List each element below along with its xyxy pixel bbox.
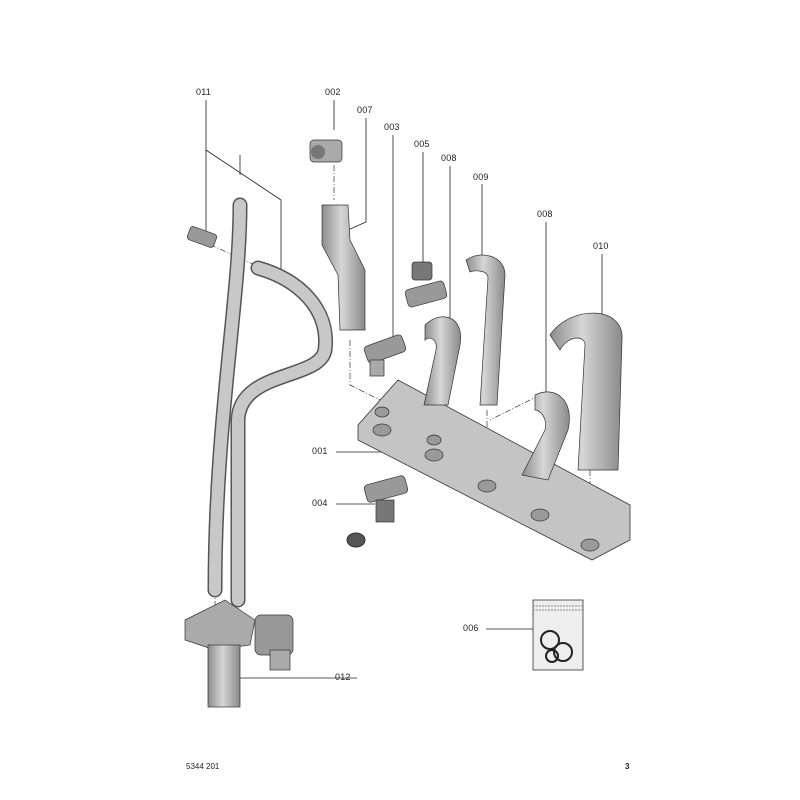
label-012: 012 [335, 672, 351, 682]
label-011: 011 [196, 87, 211, 97]
label-008-b: 008 [537, 209, 553, 219]
label-010: 010 [593, 241, 609, 251]
seal-kit-bag-006 [532, 599, 584, 671]
label-007: 007 [357, 105, 373, 115]
document-number: 5344 201 [186, 762, 220, 771]
label-009: 009 [473, 172, 489, 182]
valve-003 [363, 334, 407, 377]
label-006: 006 [463, 623, 479, 633]
valve-005 [404, 261, 448, 308]
mounting-rail-001 [357, 379, 631, 561]
label-008-a: 008 [441, 153, 457, 163]
connection-block-012 [184, 599, 294, 708]
leader-lines [205, 100, 603, 679]
pipe-008-b [521, 391, 570, 481]
pipe-009 [465, 254, 506, 406]
label-005: 005 [414, 139, 430, 149]
label-003: 003 [384, 122, 400, 132]
label-002: 002 [325, 87, 341, 97]
drain-valve-004 [346, 475, 409, 548]
elbow-002 [309, 139, 343, 163]
rail-fittings [372, 406, 600, 552]
flexible-hoses-011 [207, 197, 334, 608]
fitting-011 [186, 226, 218, 248]
pipe-008-a [423, 316, 461, 406]
label-004: 004 [312, 498, 328, 508]
page-number: 3 [625, 762, 630, 771]
pipe-007 [321, 204, 366, 331]
label-001: 001 [312, 446, 328, 456]
pipe-010 [549, 312, 623, 471]
